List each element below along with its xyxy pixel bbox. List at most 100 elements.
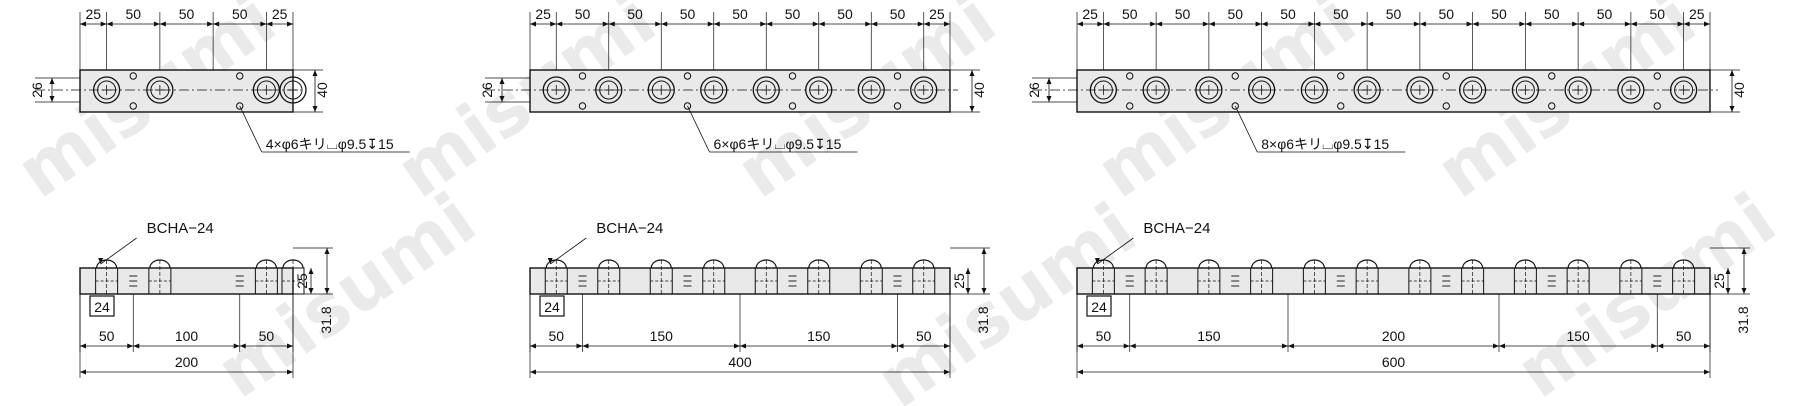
dim-arrow	[944, 369, 950, 375]
dim-arrow	[576, 343, 583, 349]
top-dim-label: 50	[1333, 6, 1349, 22]
top-dim-label: 50	[1227, 6, 1243, 22]
pitch-label: 24	[94, 299, 110, 315]
dim-arrow	[260, 21, 267, 27]
top-dim-label: 25	[1082, 6, 1098, 22]
dim-arrow	[766, 21, 773, 27]
dim-arrow	[608, 21, 615, 27]
dim-arrow	[80, 369, 86, 375]
dim-arrow	[1729, 70, 1735, 76]
through-hole	[914, 80, 934, 100]
counterbore-hole	[1300, 76, 1329, 104]
counterbore-hole	[1353, 76, 1381, 104]
through-hole	[809, 80, 829, 100]
bottom-dim-label: 50	[259, 328, 275, 344]
mount-hole	[788, 72, 797, 80]
dim-arrow	[1572, 21, 1579, 27]
top-dim-label: 50	[1597, 6, 1613, 22]
part-label: BCHA−24	[1143, 220, 1210, 237]
dim-arrow	[312, 70, 318, 76]
bottom-dim-label: 150	[1197, 328, 1221, 344]
counterbore-hole	[1406, 76, 1434, 104]
through-hole	[1199, 80, 1219, 100]
counterbore-hole	[1142, 76, 1170, 104]
dim-arrow	[1725, 288, 1731, 294]
dim-arrow	[1255, 21, 1262, 27]
counterbore-hole	[595, 76, 623, 104]
mount-hole	[236, 102, 244, 110]
pitch-box	[539, 295, 565, 317]
counterbore-hole	[910, 76, 938, 104]
dim-arrow	[49, 96, 55, 102]
leader-line	[1097, 237, 1134, 265]
dim-arrow	[1261, 21, 1268, 27]
dim-arrow	[159, 21, 166, 27]
dim-arrow	[1741, 288, 1747, 294]
mount-hole	[1231, 102, 1239, 110]
dim-arrow	[812, 21, 819, 27]
dim-arrow	[1077, 369, 1083, 375]
counterbore-hole	[700, 76, 728, 104]
dim-arrow	[1288, 343, 1294, 349]
dim-arrow	[308, 268, 314, 274]
mount-hole	[1337, 102, 1345, 110]
bottom-dim-label: 100	[175, 328, 199, 344]
top-dim-label: 50	[627, 6, 643, 22]
dim-arrow	[713, 21, 720, 27]
top-view-plate	[79, 69, 294, 113]
hole-note-label: 8×φ6キリ⌴φ9.5↧15	[1261, 136, 1389, 152]
dim-arrow	[1208, 21, 1215, 27]
overall-dim-label: 600	[1382, 354, 1406, 370]
dim-arrow	[1413, 21, 1420, 27]
through-hole	[1357, 80, 1377, 100]
mount-hole	[683, 72, 692, 80]
block-height-label: 25	[951, 273, 967, 289]
through-hole	[1674, 80, 1694, 100]
through-hole	[1621, 80, 1641, 100]
dim-arrow	[1578, 21, 1585, 27]
hole-note-label: 4×φ6キリ⌴φ9.5↧15	[266, 136, 394, 152]
dim-arrow	[818, 21, 825, 27]
top-dim-label: 50	[732, 6, 748, 22]
part-label: BCHA−24	[147, 220, 214, 237]
dim-arrow	[324, 248, 330, 254]
dim-arrow	[1683, 21, 1690, 27]
counterbore-hole	[92, 76, 121, 104]
dim-arrow	[499, 96, 505, 102]
dim-arrow	[1156, 21, 1163, 27]
dim-arrow	[530, 21, 536, 27]
mount-hole	[1442, 72, 1450, 80]
dim-arrow	[1725, 268, 1731, 274]
dim-arrow	[1150, 21, 1157, 27]
dim-arrow	[127, 343, 134, 349]
dim-arrow	[80, 21, 86, 27]
through-hole	[97, 80, 117, 100]
top-dim-label: 50	[575, 6, 591, 22]
counterbore-hole	[805, 76, 833, 104]
dim-arrow	[865, 21, 872, 27]
dim-arrow	[213, 21, 220, 27]
dim-arrow	[944, 343, 950, 349]
dim-arrow	[944, 21, 950, 27]
dim-arrow	[1651, 343, 1658, 349]
top-dim-label: 50	[890, 6, 906, 22]
mount-hole	[1548, 72, 1556, 80]
mount-hole	[683, 102, 692, 110]
mount-hole	[1337, 72, 1345, 80]
dim-arrow	[1103, 21, 1110, 27]
dim-arrow	[707, 21, 714, 27]
leader-line	[687, 105, 710, 153]
dim-arrow	[734, 343, 740, 349]
leader-line	[239, 105, 263, 153]
dim-arrow	[1657, 343, 1664, 349]
through-hole	[1304, 80, 1324, 100]
leader-arrow	[1094, 258, 1100, 264]
dim-arrow	[981, 288, 987, 294]
dim-arrow	[740, 343, 746, 349]
counterbore-hole	[1247, 76, 1276, 104]
through-hole	[283, 80, 303, 100]
dim-arrow	[871, 21, 878, 27]
